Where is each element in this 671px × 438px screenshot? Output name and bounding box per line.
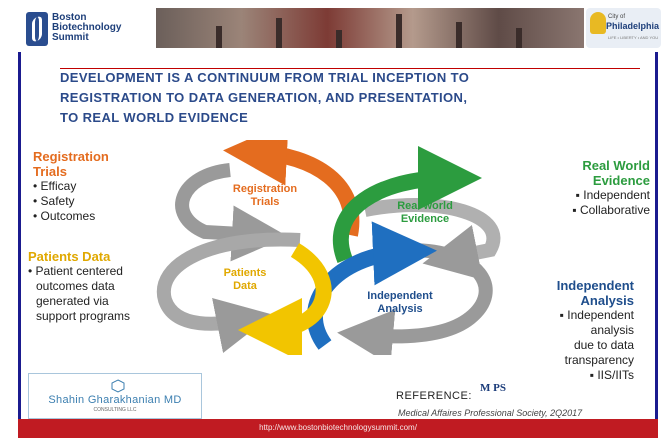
top-clip bbox=[0, 0, 671, 8]
independent-bullet: ▪ IIS/IITs bbox=[589, 368, 634, 382]
yellow-arrow bbox=[238, 243, 332, 362]
continuum-cycle-diagram: Registration Trials Real world Evidence … bbox=[150, 121, 520, 366]
logo-line-1: Boston bbox=[52, 12, 87, 23]
slide-title: DEVELOPMENT IS A CONTINUUM FROM TRIAL IN… bbox=[60, 68, 640, 128]
footer-url[interactable]: http://www.bostonbiotechnologysummit.com… bbox=[259, 423, 417, 432]
philly-tagline: LIFE • LIBERTY • AND YOU bbox=[608, 35, 659, 40]
patients-bullet: generated via bbox=[36, 294, 109, 308]
cycle-label-real-world: Real world Evidence bbox=[397, 200, 453, 225]
liberty-bell-icon bbox=[590, 12, 606, 34]
author-name: Shahin Gharakhanian MD bbox=[48, 394, 182, 406]
independent-bullet: ▪ Independent bbox=[559, 308, 634, 322]
hexagon-icon bbox=[111, 379, 125, 393]
logo-line-3: Summit bbox=[52, 32, 89, 43]
independent-title: Independent Analysis bbox=[556, 278, 634, 308]
gray-arrow-top-right bbox=[363, 197, 501, 280]
right-border bbox=[655, 52, 658, 422]
title-rule bbox=[60, 68, 640, 69]
real-world-evidence-block: Real World Evidence ▪ Independent ▪ Coll… bbox=[528, 158, 650, 218]
independent-bullet: due to data bbox=[573, 338, 634, 352]
title-line-3: TO REAL WORLD EVIDENCE bbox=[60, 110, 249, 125]
gray-arrow-top-left bbox=[175, 163, 288, 262]
independent-bullet: analysis bbox=[590, 323, 634, 337]
header-banner: Boston Biotechnology Summit City of Phil… bbox=[18, 8, 661, 52]
philly-city-text: City of bbox=[608, 14, 626, 20]
reference-label: REFERENCE: bbox=[396, 390, 472, 402]
boston-biotech-logo: Boston Biotechnology Summit bbox=[24, 10, 154, 50]
patients-bullet: • Patient centered bbox=[28, 264, 123, 278]
patients-data-block: Patients Data • Patient centered outcome… bbox=[28, 249, 178, 324]
author-company: CONSULTING LLC bbox=[93, 407, 137, 413]
registration-bullet: • Efficay bbox=[33, 179, 77, 193]
gray-arrow-left bbox=[156, 232, 301, 353]
left-border bbox=[18, 52, 21, 422]
patients-title: Patients Data bbox=[28, 249, 111, 264]
patients-bullet: outcomes data bbox=[36, 279, 115, 293]
registration-bullet: • Outcomes bbox=[33, 209, 96, 223]
independent-analysis-block: Independent Analysis ▪ Independent analy… bbox=[520, 278, 634, 383]
independent-bullet: transparency bbox=[564, 353, 634, 367]
philly-name-text: Philadelphia bbox=[606, 21, 660, 31]
header-photo bbox=[156, 8, 584, 48]
cycle-label-patients: Patients Data bbox=[223, 267, 267, 292]
cycle-label-independent: Independent Analysis bbox=[367, 290, 433, 315]
title-line-2: REGISTRATION TO DATA GENERATION, AND PRE… bbox=[60, 90, 468, 105]
footer-bar: http://www.bostonbiotechnologysummit.com… bbox=[18, 419, 658, 438]
title-line-1: DEVELOPMENT IS A CONTINUUM FROM TRIAL IN… bbox=[60, 70, 470, 85]
logo-line-2: Biotechnology bbox=[52, 22, 122, 33]
green-arrow bbox=[332, 146, 482, 263]
registration-trials-block: Registration Trials • Efficay • Safety •… bbox=[33, 149, 163, 224]
real-world-bullet: ▪ Collaborative bbox=[572, 203, 650, 217]
reference-source: Medical Affaires Professional Society, 2… bbox=[398, 408, 583, 418]
real-world-title: Real World Evidence bbox=[582, 158, 650, 188]
dna-icon bbox=[26, 12, 48, 46]
registration-title: Registration Trials bbox=[33, 149, 109, 179]
cycle-label-registration: Registration Trials bbox=[232, 183, 298, 208]
patients-bullet: support programs bbox=[36, 309, 131, 323]
author-logo: Shahin Gharakhanian MD CONSULTING LLC bbox=[28, 373, 202, 419]
registration-bullet: • Safety bbox=[33, 194, 75, 208]
maps-logo: M PS bbox=[480, 382, 506, 394]
real-world-bullet: ▪ Independent bbox=[575, 188, 650, 202]
philadelphia-logo: City of Philadelphia LIFE • LIBERTY • AN… bbox=[586, 8, 661, 48]
